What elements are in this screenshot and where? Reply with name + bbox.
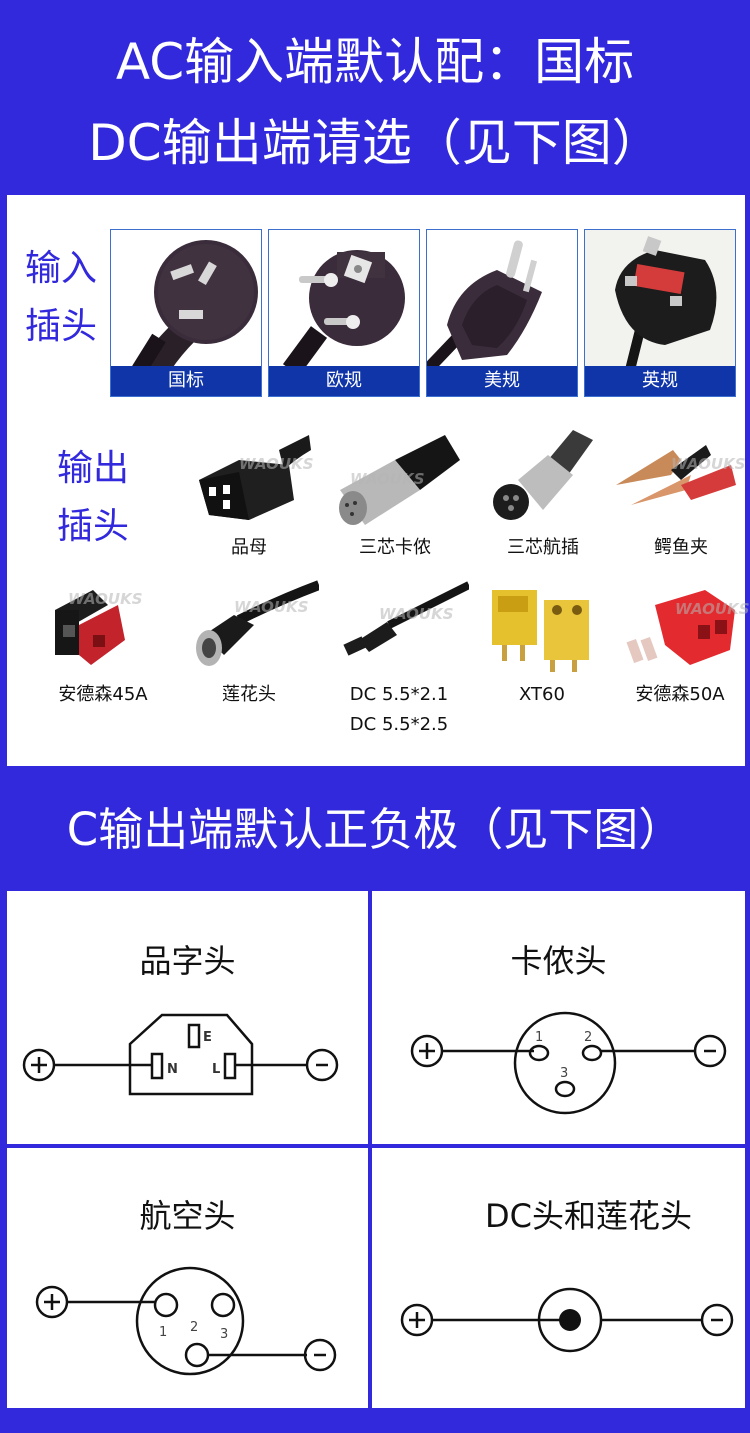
svg-text:1: 1	[159, 1325, 167, 1340]
cn-plug-icon	[131, 240, 258, 370]
output-plug-label: 鳄鱼夹	[654, 537, 708, 558]
watermark: WAOUKS	[234, 598, 309, 616]
watermark: WAOUKS	[379, 605, 454, 623]
output-plug-label-2: DC 5.5*2.5	[349, 714, 449, 735]
xt60-plug-icon	[492, 590, 589, 672]
output-plug-label: 品母	[231, 537, 267, 558]
output-plug-label: XT60	[519, 684, 565, 705]
input-plug-label-eu: 欧规	[269, 366, 419, 396]
input-plug-label: 输入 插头	[25, 248, 98, 347]
aviation-3pin-plug-icon	[493, 430, 593, 520]
eu-plug-icon	[282, 250, 405, 370]
input-plug-cn[interactable]: 国标	[110, 229, 262, 397]
watermark: WAOUKS	[675, 600, 750, 618]
output-plug-label: 三芯航插	[507, 537, 579, 558]
output-plug-label: 安德森50A	[635, 684, 725, 705]
svg-text:2: 2	[190, 1320, 198, 1335]
input-plug-eu[interactable]: 欧规	[268, 229, 420, 397]
aviation-polarity-diagram-icon: 1 2 3	[35, 1266, 337, 1376]
input-plug-uk[interactable]: 英规	[584, 229, 736, 397]
svg-text:3: 3	[560, 1066, 568, 1081]
anderson-45a-plug-icon	[55, 590, 125, 665]
diagram-title: 航空头	[139, 1197, 236, 1235]
polarity-diagram-grid: 品字头 N L E 卡侬头	[7, 891, 745, 1408]
iec-c13-plug-icon	[199, 435, 311, 520]
svg-text:3: 3	[220, 1327, 228, 1342]
alligator-clip-icon	[616, 445, 736, 505]
svg-text:N: N	[167, 1062, 178, 1077]
header-line-2: DC输出端请选（见下图）	[88, 114, 662, 172]
iec-polarity-diagram-icon: N L E	[22, 1013, 339, 1096]
output-plug-label: 安德森45A	[58, 684, 148, 705]
diagram-title: 卡侬头	[510, 942, 607, 980]
watermark: WAOUKS	[68, 590, 143, 608]
watermark: WAOUKS	[239, 455, 314, 473]
diagram-title: 品字头	[139, 942, 236, 980]
svg-text:L: L	[212, 1062, 220, 1077]
polarity-cell-dc: DC头和莲花头	[372, 1148, 745, 1408]
diagram-title: DC头和莲花头	[485, 1197, 692, 1235]
header-line-1: AC输入端默认配：国标	[115, 33, 635, 91]
input-plug-us[interactable]: 美规	[426, 229, 578, 397]
input-plug-label-cn: 国标	[111, 366, 261, 396]
svg-text:E: E	[203, 1030, 212, 1045]
dc-barrel-plug-icon	[343, 581, 469, 656]
us-plug-icon	[427, 240, 542, 370]
plug-selection-panel: 输入 插头 国标 欧规	[7, 195, 750, 766]
input-plug-label-us: 美规	[427, 366, 577, 396]
xlr-3pin-plug-icon	[339, 435, 460, 525]
polarity-cell-xlr: 卡侬头 1 2 3	[372, 891, 745, 1144]
output-plug-label: DC 5.5*2.1	[349, 684, 449, 705]
svg-text:2: 2	[584, 1030, 592, 1045]
dc-polarity-diagram-icon	[400, 1287, 734, 1353]
output-plug-label: 输出 插头	[57, 448, 130, 547]
watermark: WAOUKS	[671, 455, 746, 473]
svg-text:1: 1	[535, 1030, 543, 1045]
polarity-cell-aviation: 航空头 1 2 3	[7, 1148, 368, 1408]
rca-plug-icon	[196, 580, 319, 666]
output-plug-label: 三芯卡侬	[359, 537, 431, 558]
polarity-cell-iec: 品字头 N L E	[7, 891, 368, 1144]
anderson-50a-plug-icon	[626, 590, 735, 665]
output-plug-label: 莲花头	[222, 684, 276, 705]
watermark: WAOUKS	[350, 470, 425, 488]
polarity-header: C输出端默认正负极（见下图）	[66, 803, 684, 856]
xlr-polarity-diagram-icon: 1 2 3	[410, 1011, 727, 1115]
uk-plug-icon	[585, 230, 735, 370]
input-plug-label-uk: 英规	[585, 366, 735, 396]
